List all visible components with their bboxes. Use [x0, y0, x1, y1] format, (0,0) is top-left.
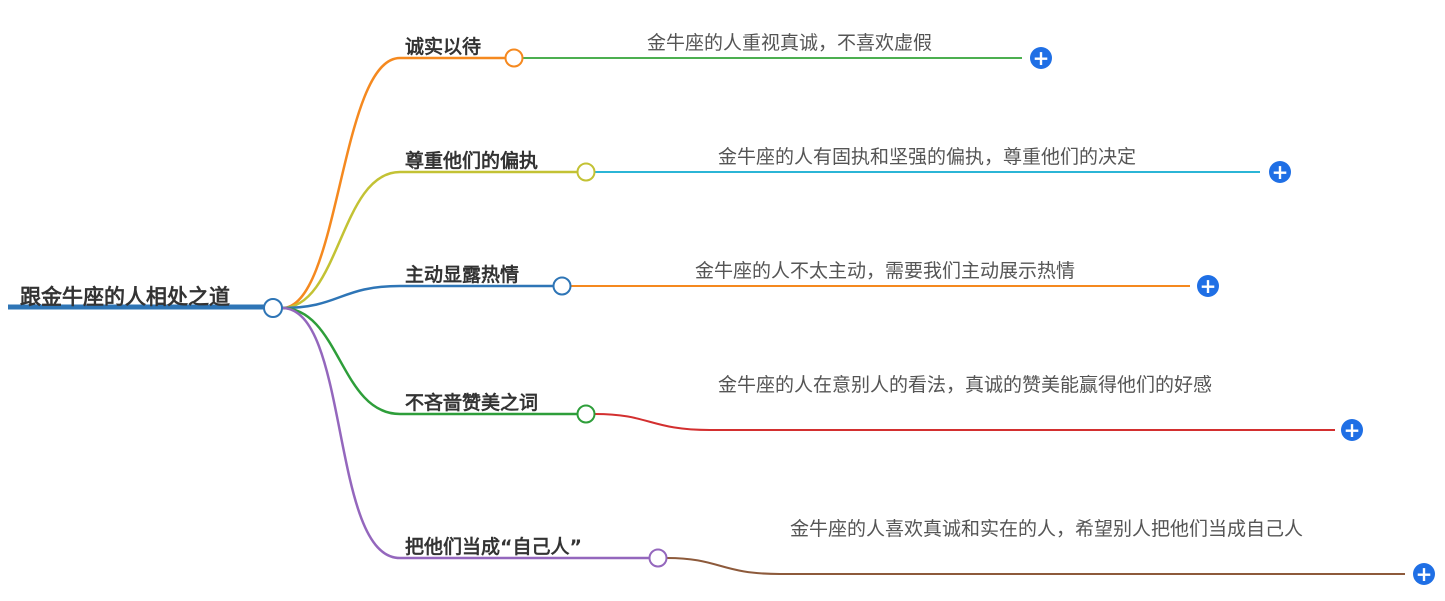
branch-topic[interactable]: 不吝啬赞美之词 [405, 392, 539, 414]
root-topic[interactable]: 跟金牛座的人相处之道 [20, 285, 230, 309]
leaf-topic[interactable]: 金牛座的人重视真诚，不喜欢虚假 [647, 32, 933, 54]
leaf-topic[interactable]: 金牛座的人喜欢真诚和实在的人，希望别人把他们当成自己人 [790, 518, 1304, 540]
branch-topic[interactable]: 尊重他们的偏执 [405, 150, 539, 172]
branch-connector [281, 306, 649, 560]
leaf-connector [594, 413, 1335, 431]
branch-connector [281, 284, 553, 310]
branch-node[interactable] [648, 548, 668, 568]
plus-icon[interactable]: + [1269, 161, 1291, 183]
leaf-topic[interactable]: 金牛座的人不太主动，需要我们主动展示热情 [695, 260, 1076, 282]
leaf-connector [666, 557, 1405, 575]
branch-connector [281, 306, 577, 416]
plus-icon[interactable]: + [1341, 419, 1363, 441]
leaf-topic[interactable]: 金牛座的人在意别人的看法，真诚的赞美能赢得他们的好感 [718, 374, 1213, 396]
plus-icon[interactable]: + [1030, 47, 1052, 69]
branch-topic[interactable]: 把他们当成“自己人” [405, 536, 582, 558]
plus-icon[interactable]: + [1197, 275, 1219, 297]
branch-node[interactable] [552, 276, 572, 296]
branch-node[interactable] [576, 162, 596, 182]
branch-topic[interactable]: 主动显露热情 [405, 264, 520, 286]
branch-connector [281, 170, 577, 310]
branch-topic[interactable]: 诚实以待 [405, 36, 482, 58]
plus-icon[interactable]: + [1413, 563, 1435, 585]
branch-connector [281, 56, 505, 310]
branch-node[interactable] [576, 404, 596, 424]
root-node[interactable] [263, 298, 283, 318]
leaf-topic[interactable]: 金牛座的人有固执和坚强的偏执，尊重他们的决定 [718, 146, 1137, 168]
branch-node[interactable] [504, 48, 524, 68]
